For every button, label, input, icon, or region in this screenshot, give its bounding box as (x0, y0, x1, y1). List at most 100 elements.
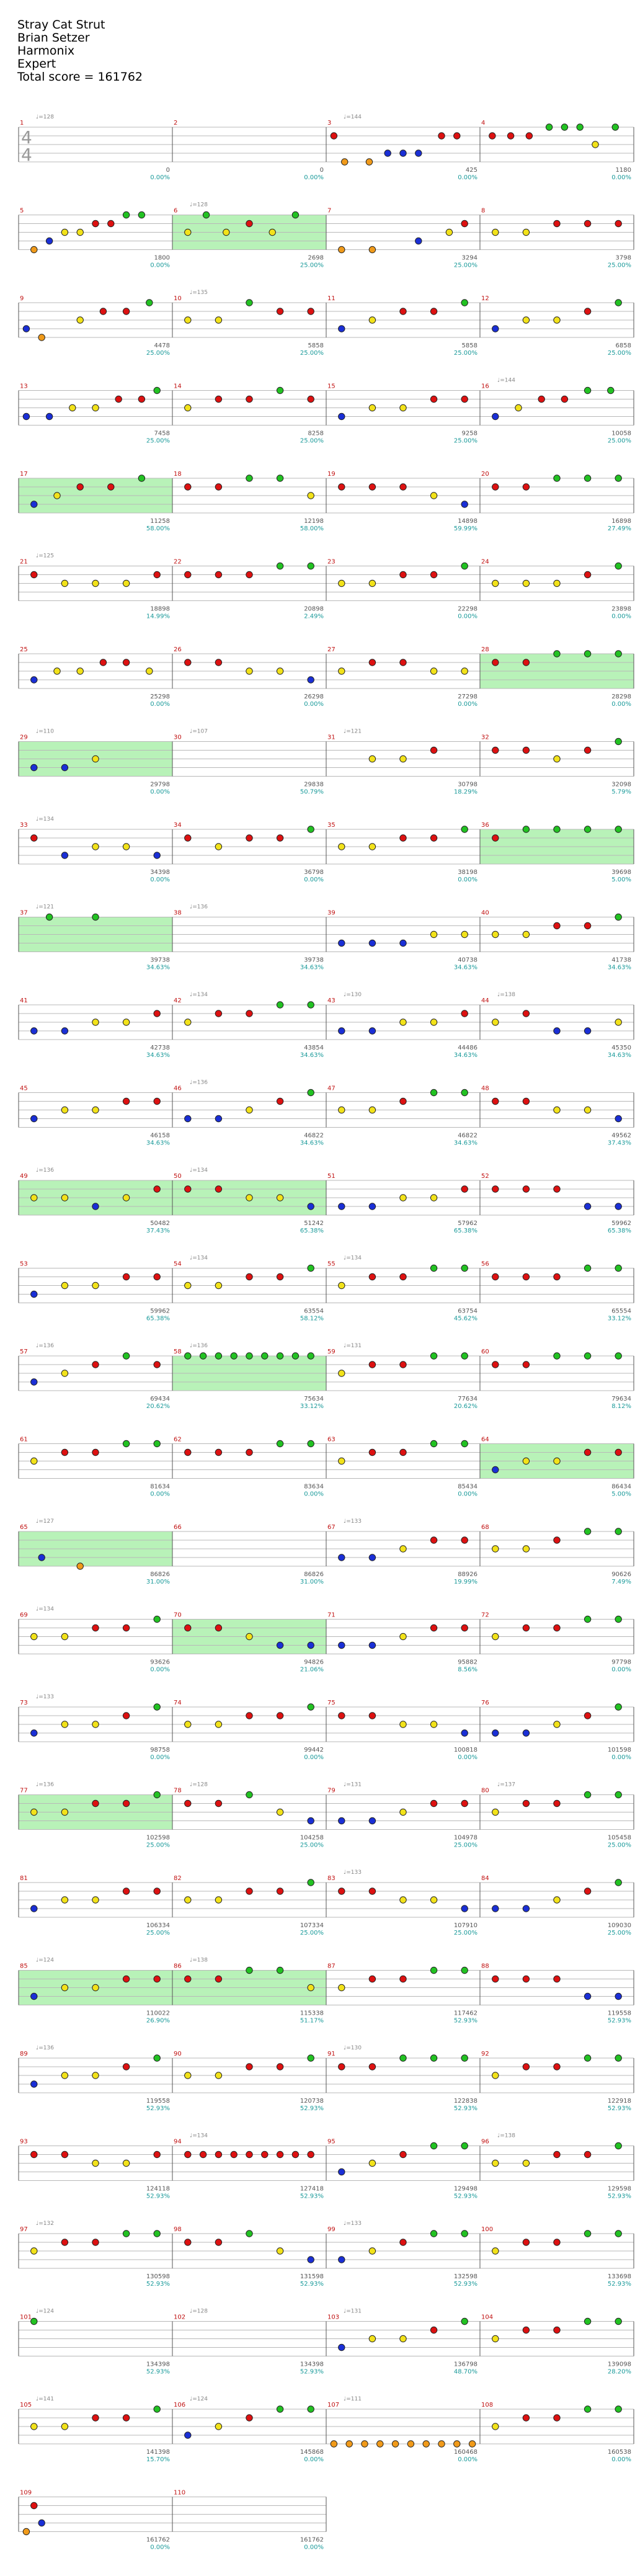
measure-score: 134398 (300, 2361, 324, 2368)
measure-percent: 52.93% (300, 2193, 324, 2200)
note-gem (184, 659, 192, 666)
measure-number: 21 (20, 559, 28, 566)
note-gem (615, 220, 622, 228)
measure-score: 42738 (150, 1045, 170, 1051)
note-gem (122, 1624, 130, 1632)
measure-percent: 34.63% (454, 1140, 477, 1147)
note-gem (338, 667, 345, 675)
measure-score: 75634 (304, 1396, 324, 1402)
measure-score: 10058 (611, 430, 631, 437)
measure-number: 99 (327, 2226, 335, 2233)
note-gem (61, 1281, 69, 1290)
measure-number: 16 (481, 383, 489, 390)
measure-score: 101598 (608, 1747, 631, 1754)
note-gem (615, 1115, 622, 1123)
note-gem (461, 1089, 468, 1097)
note-gem (615, 562, 622, 570)
note-gem (430, 2054, 438, 2062)
note-gem (399, 1633, 407, 1641)
note-gem (492, 2335, 499, 2343)
note-gem (522, 930, 530, 938)
note-gem (246, 834, 253, 842)
measure-number: 18 (174, 471, 182, 478)
note-gem (92, 755, 99, 763)
note-gem (122, 308, 130, 315)
measure-percent: 45.62% (454, 1316, 477, 1322)
measure-score: 59962 (611, 1220, 631, 1227)
note-gem (430, 2326, 438, 2334)
note-gem (92, 2414, 99, 2422)
measure-percent: 25.00% (300, 1842, 324, 1849)
note-gem (215, 2423, 223, 2430)
tempo-marker: ♩=133 (344, 1870, 362, 1876)
note-gem (368, 1106, 376, 1114)
measure-score: 99442 (304, 1747, 324, 1754)
measure-percent: 0.00% (611, 1754, 631, 1761)
note-gem (276, 1641, 284, 1649)
note-gem (276, 834, 284, 842)
measure-number: 81 (20, 1875, 28, 1882)
measure-number: 41 (20, 997, 28, 1004)
measure-score: 39738 (304, 957, 324, 964)
note-gem (615, 1352, 622, 1360)
measure-number: 62 (174, 1437, 182, 1443)
measure-number: 14 (174, 383, 182, 390)
measure-number: 53 (20, 1261, 28, 1268)
note-gem (553, 2414, 561, 2422)
tempo-marker: ♩=125 (36, 553, 54, 559)
note-gem (61, 1633, 69, 1641)
note-gem (122, 1273, 130, 1281)
note-gem (492, 228, 499, 236)
measure-score: 133698 (608, 2273, 631, 2280)
measure-score: 44486 (458, 1045, 477, 1051)
measure-score: 124118 (146, 2186, 170, 2193)
note-gem (153, 1703, 161, 1711)
measure-percent: 0.00% (150, 2544, 170, 2551)
note-gem (338, 939, 345, 947)
measure-score: 117462 (454, 2010, 477, 2017)
note-gem (122, 1018, 130, 1026)
measure-score: 26298 (304, 693, 324, 700)
tempo-marker: ♩=111 (344, 2396, 362, 2402)
note-gem (246, 220, 253, 228)
measure-percent: 34.63% (608, 965, 631, 971)
measure-number: 82 (174, 1875, 182, 1882)
song-charter: Harmonix (17, 44, 75, 58)
note-gem (399, 1361, 407, 1368)
note-gem (61, 1984, 69, 1992)
measure-score: 5858 (308, 342, 324, 349)
note-gem (453, 132, 461, 140)
note-gem (184, 316, 192, 324)
measure-score: 57962 (458, 1220, 477, 1227)
note-gem (399, 2150, 407, 2159)
note-gem (215, 1281, 223, 1290)
note-gem (122, 2230, 130, 2237)
note-gem (215, 659, 223, 666)
note-gem (338, 2256, 345, 2263)
measure-number: 61 (20, 1437, 28, 1443)
note-gem (30, 246, 38, 254)
measure-score: 107334 (300, 1922, 324, 1929)
note-gem (61, 1027, 69, 1035)
note-gem (430, 746, 438, 754)
note-gem (223, 228, 230, 236)
note-gem (30, 1808, 38, 1816)
note-gem (430, 1264, 438, 1272)
measure-number: 24 (481, 559, 489, 566)
note-gem (61, 1808, 69, 1816)
measure-percent: 25.00% (146, 1930, 170, 1936)
note-gem (338, 1457, 345, 1465)
note-gem (468, 2440, 476, 2448)
measure-percent: 52.93% (146, 2281, 170, 2288)
measure-percent: 65.38% (454, 1228, 477, 1234)
note-gem (30, 1457, 38, 1465)
note-gem (522, 579, 530, 587)
note-gem (338, 1712, 345, 1719)
note-gem (399, 1975, 407, 1983)
note-gem (615, 1448, 622, 1456)
measure-percent: 0.00% (611, 174, 631, 181)
measure-percent: 33.12% (608, 1316, 631, 1322)
measure-percent: 0.00% (611, 613, 631, 620)
note-gem (522, 1729, 530, 1737)
note-gem (215, 1799, 223, 1807)
